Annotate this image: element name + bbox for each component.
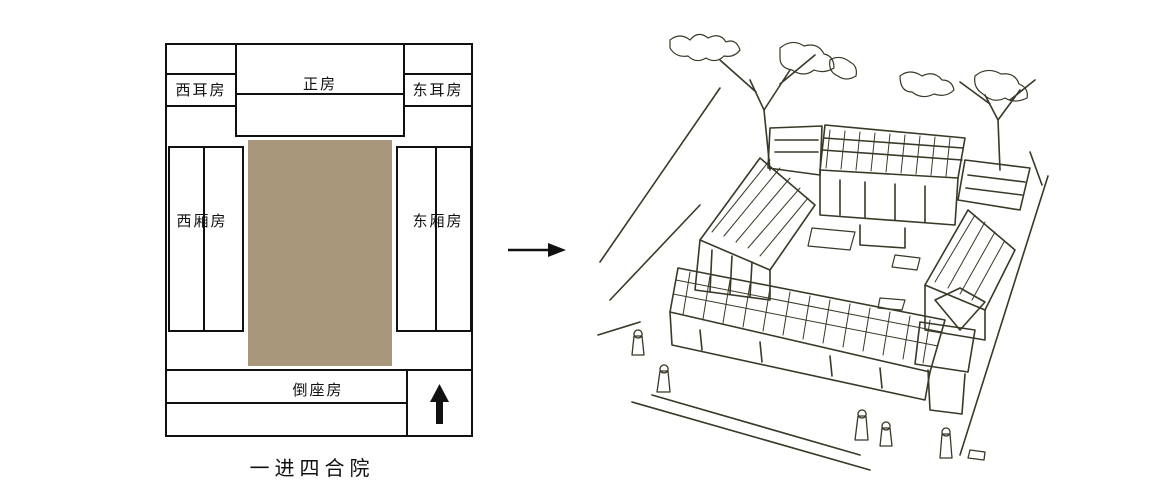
sketch-gate [914,321,976,415]
sketch-east-wing [924,209,1016,341]
plan-caption: 一进四合院 [250,456,375,480]
sketch-courtyard [807,227,921,311]
west-wing-label: 西厢房 [176,212,227,230]
east-wing-label: 东厢房 [412,212,463,230]
east-ear-room-label: 东耳房 [412,81,463,99]
east-wing-block [396,146,472,332]
courtyard-sketch [597,33,1049,471]
west-ear-room-label: 西耳房 [175,81,226,99]
sketch-main-hall [819,124,966,249]
sketch-west-ear-room [767,125,823,176]
courtyard [248,140,392,366]
up-arrow-icon [430,384,449,424]
sketch-south-room [669,267,946,401]
sketch-figures [631,329,986,461]
tree-left [669,33,857,171]
floor-plan [165,43,473,437]
sketch-east-ear-room [957,159,1031,211]
west-wing-block [168,146,244,332]
main-hall-label: 正房 [303,75,337,93]
main-hall-block [235,43,405,137]
sketch-west-wing [694,157,816,301]
tree-right [899,69,1036,171]
south-room-label: 倒座房 [292,381,343,399]
right-arrow-icon [508,243,566,257]
